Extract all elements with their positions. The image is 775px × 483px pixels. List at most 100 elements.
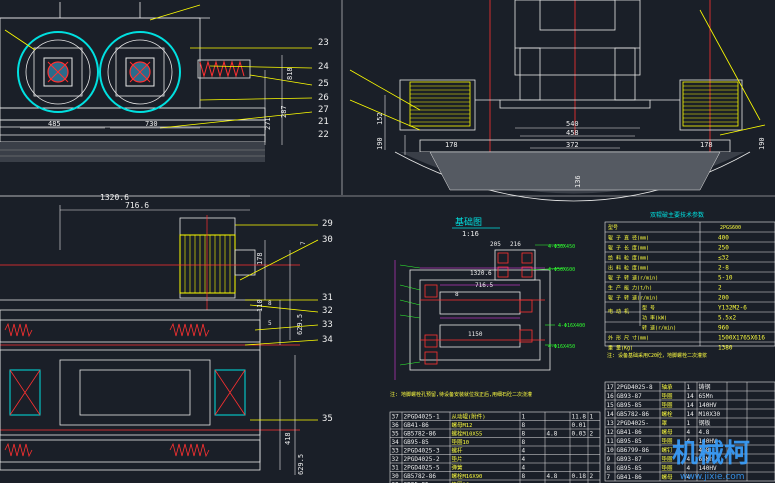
bom-cell-qty: 4 bbox=[687, 456, 691, 463]
part-num-29: 29 bbox=[322, 219, 333, 229]
motor-coil-right bbox=[682, 81, 739, 127]
bom-cell-name: 垫圈 bbox=[662, 392, 674, 400]
bom-cell-name: 螺栓M10X55 bbox=[452, 429, 483, 437]
bom-cell-w: 0.18 bbox=[572, 473, 587, 480]
bom-cell-no: 9 bbox=[607, 456, 611, 463]
part-num-32: 32 bbox=[322, 306, 333, 316]
part-num-35: 35 bbox=[322, 414, 333, 424]
bom-cell-no: 8 bbox=[607, 465, 611, 472]
bom-cell-name: 螺栓M16X90 bbox=[452, 472, 483, 480]
bom-cell-name: 垫圈10 bbox=[452, 438, 470, 446]
bom-cell-no: 30 bbox=[392, 473, 400, 480]
bom-cell-mat: 4.8 bbox=[547, 473, 558, 480]
dim-178-left: 178 bbox=[445, 141, 458, 149]
bom-cell-code: 2PGD4025- bbox=[617, 420, 650, 427]
bom-cell-name: 轴承 bbox=[662, 383, 674, 391]
bom-cell-no: 16 bbox=[607, 393, 615, 400]
bom-cell-mat: 140HV bbox=[699, 465, 717, 472]
dim-629-5-top: 629.5 bbox=[296, 314, 304, 335]
spec-row-label: 功 率(kW) bbox=[642, 315, 667, 322]
bom-cell-code: 2PGD4025-8 bbox=[617, 384, 654, 391]
dim-190-right: 190 bbox=[758, 137, 766, 150]
bom-cell-qty: 4 bbox=[522, 464, 526, 471]
bom-cell-t: 1 bbox=[590, 413, 594, 420]
dim-178-plan: 178 bbox=[256, 252, 264, 265]
bom-cell-code: GB5782-86 bbox=[617, 411, 650, 418]
spec-row-label: 重 量(Kg) bbox=[608, 345, 633, 352]
motor-coil-left bbox=[409, 81, 471, 127]
spec-row: 功 率(kW)5.5x2 bbox=[642, 315, 736, 322]
spec-row: 辊 子 直 径(mm) 400 bbox=[608, 235, 729, 242]
bom-cell-no: 12 bbox=[607, 429, 615, 436]
spec-row-label: 给 料 粒 度(mm) bbox=[608, 255, 649, 262]
bom-cell-w: 0.01 bbox=[572, 422, 587, 429]
dim-818: 818 bbox=[286, 67, 294, 80]
spec-row-value: 5-10 bbox=[718, 275, 733, 282]
part-num-34: 34 bbox=[322, 335, 333, 345]
found-bolt-1: 4-Φ30X450 bbox=[548, 244, 575, 250]
bom-cell-qty: 4 bbox=[522, 447, 526, 454]
found-bolt-4: 4-Φ16X450 bbox=[548, 344, 575, 350]
bom-cell-name: 垫圈16 bbox=[452, 480, 470, 483]
bom-cell-no: 10 bbox=[607, 447, 615, 454]
bom-cell-no: 36 bbox=[392, 422, 400, 429]
dim-540: 540 bbox=[566, 120, 579, 128]
bom-cell-mat: 140HV bbox=[699, 402, 717, 409]
found-dim-1150: 1150 bbox=[468, 331, 483, 338]
part-num-25: 25 bbox=[318, 79, 329, 89]
springs-plan bbox=[4, 322, 210, 458]
spec-row-label: 辊 子 转 速(r/min) bbox=[608, 295, 658, 302]
foundation-scale: 1:16 bbox=[462, 230, 479, 238]
bom-cell-name: 螺母 bbox=[662, 428, 674, 436]
spec-row-value: 960 bbox=[718, 325, 729, 332]
spec-row-value: Y132M2-6 bbox=[718, 305, 747, 312]
bom-cell-qty: 4 bbox=[687, 465, 691, 472]
bom-cell-name: 螺母M12 bbox=[452, 421, 473, 429]
spec-row-label: 辊 子 长 度(mm) bbox=[608, 245, 649, 252]
bom-cell-w: 0.03 bbox=[572, 430, 587, 437]
dim-287: 287 bbox=[280, 105, 288, 118]
dim-271: 271 bbox=[264, 117, 272, 130]
dim-458: 458 bbox=[566, 129, 579, 137]
dim-5: 5 bbox=[268, 320, 272, 327]
bom-cell-qty: 4 bbox=[687, 429, 691, 436]
roller-right bbox=[99, 31, 181, 113]
bom-cell-code: GB41-86 bbox=[617, 429, 643, 436]
spec-row-value: 200 bbox=[718, 295, 729, 302]
part-num-31: 31 bbox=[322, 293, 333, 303]
bom-cell-qty: 14 bbox=[687, 411, 695, 418]
found-bolt-3: 4-Φ16X400 bbox=[558, 323, 585, 329]
bom-cell-no: 35 bbox=[392, 430, 400, 437]
dim-716-6: 716.6 bbox=[125, 201, 149, 210]
bom-cell-name: 螺母 bbox=[662, 473, 674, 481]
bom-cell-name: 螺钉 bbox=[662, 446, 674, 454]
bom-cell-t: 2 bbox=[590, 430, 594, 437]
spec-row-label: 出 料 粒 度(mm) bbox=[608, 265, 649, 272]
spec-row-value: 400 bbox=[718, 235, 729, 242]
ground-hatch-top-right bbox=[400, 151, 745, 194]
bom-cell-name: 垫片 bbox=[452, 455, 463, 463]
spring-top bbox=[197, 59, 251, 79]
spec-row: 重 量(Kg)1380 bbox=[608, 345, 733, 352]
bom-cell-no: 14 bbox=[607, 411, 615, 418]
bom-cell-mat: M10X30 bbox=[699, 411, 721, 418]
bom-cell-no: 34 bbox=[392, 439, 400, 446]
spec-row: 型 号 Y132M2-6 bbox=[642, 305, 747, 312]
bom-cell-code: GB41-86 bbox=[617, 474, 643, 481]
bom-cell-mat: 4.8 bbox=[547, 430, 558, 437]
note-1: 注: 设备基础采用C20砼，地脚螺栓二次灌浆 bbox=[607, 352, 707, 359]
motor-plan bbox=[179, 217, 256, 299]
bom-cell-name: 垫圈 bbox=[662, 464, 674, 472]
bom-cell-qty: 4 bbox=[687, 474, 691, 481]
spec-row-label: 辊 子 直 径(mm) bbox=[608, 235, 649, 242]
spec-row-label: 型 号 bbox=[642, 305, 655, 312]
bom-cell-code: 2PGD4025-5 bbox=[404, 464, 441, 471]
